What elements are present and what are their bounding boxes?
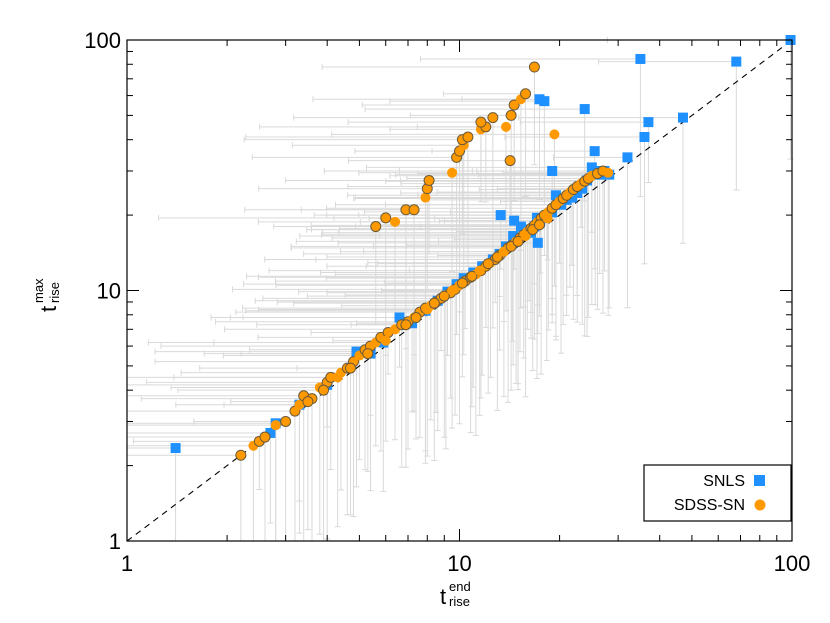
snls-point — [579, 104, 590, 115]
legend-label-snls: SNLS — [703, 473, 745, 490]
x-axis-label-sub: rise — [449, 594, 470, 609]
axis-ticks — [126, 39, 793, 542]
sdss-point — [400, 319, 412, 331]
x-axis-label-main: t — [440, 584, 446, 609]
sdss-point — [423, 174, 435, 186]
sdss-point — [380, 335, 391, 346]
x-axis-label-sup: end — [449, 579, 471, 594]
sdss-point — [447, 167, 458, 178]
sdss-point — [270, 420, 281, 431]
sdss-point — [390, 216, 401, 227]
x-tick-label: 10 — [447, 551, 471, 576]
sdss-point — [428, 297, 440, 309]
y-axis-label-sub: rise — [47, 282, 62, 303]
sdss-point — [475, 116, 487, 128]
sdss-point — [235, 449, 247, 461]
sdss-point — [533, 219, 545, 231]
sdss-point — [259, 431, 271, 443]
sdss-point — [438, 290, 450, 302]
reference-line — [126, 39, 793, 542]
snls-point — [567, 192, 578, 203]
snls-point — [394, 312, 405, 323]
legend-marker-sdss — [754, 499, 766, 511]
legend-label-sdss: SDSS-SN — [674, 497, 745, 514]
y-axis-label-main: t — [36, 306, 61, 312]
snls-point — [639, 131, 650, 142]
sdss-point — [505, 109, 517, 121]
snls-point — [170, 443, 181, 454]
sdss-point — [380, 212, 392, 224]
sdss-point — [294, 399, 305, 410]
tick-labels: 1 10 100 1 10 100 — [84, 28, 810, 576]
snls-point — [589, 146, 600, 157]
x-tick-label: 1 — [121, 551, 133, 576]
sdss-point — [466, 270, 478, 282]
legend: SNLS SDSS-SN — [643, 464, 792, 522]
sdss-point — [408, 204, 420, 216]
snls-point — [550, 190, 561, 201]
sdss-point — [447, 285, 458, 296]
sdss-point — [603, 167, 614, 178]
snls-point — [622, 152, 633, 163]
y-tick-label: 1 — [109, 529, 121, 554]
sdss-point — [280, 415, 292, 427]
sdss-point — [456, 277, 468, 289]
snls-point — [731, 56, 742, 67]
one-to-one-line — [126, 39, 793, 542]
sdss-point — [508, 99, 520, 111]
sdss-point — [487, 112, 499, 124]
snls-point — [643, 117, 654, 128]
snls-point — [539, 96, 550, 107]
sdss-point — [332, 372, 343, 383]
y-tick-label: 10 — [97, 279, 121, 304]
sdss-point — [344, 362, 356, 374]
sdss-point — [542, 213, 553, 224]
snls-point — [635, 53, 646, 64]
sdss-point — [302, 396, 314, 408]
snls-point — [509, 215, 520, 226]
y-tick-label: 100 — [84, 28, 121, 53]
snls-point — [495, 210, 506, 221]
sdss-point — [362, 348, 374, 360]
sdss-point — [474, 265, 485, 276]
sdss-point — [482, 258, 494, 270]
sdss-point — [512, 235, 524, 247]
error-bars — [126, 37, 794, 542]
sdss-point — [528, 61, 540, 73]
sdss-series — [235, 61, 614, 461]
snls-point — [677, 112, 688, 123]
snls-point — [532, 237, 543, 248]
x-axis-label: t end rise — [440, 579, 471, 609]
legend-box — [643, 464, 792, 522]
snls-point — [515, 221, 526, 232]
sdss-point — [422, 304, 433, 315]
snls-point — [265, 427, 276, 438]
sdss-point — [410, 312, 422, 324]
x-tick-label: 100 — [774, 551, 811, 576]
sdss-point — [420, 192, 431, 203]
y-axis-label: t max rise — [31, 278, 62, 312]
sdss-point — [501, 121, 512, 132]
sdss-point — [370, 221, 382, 233]
sdss-point — [504, 155, 516, 167]
sdss-point — [318, 384, 330, 396]
sdss-point — [462, 131, 474, 143]
snls-point — [547, 165, 558, 176]
sdss-point — [520, 88, 532, 100]
legend-marker-snls — [754, 475, 765, 486]
y-axis-label-sup: max — [31, 278, 46, 303]
sdss-point — [549, 129, 560, 140]
sdss-point — [520, 231, 531, 242]
